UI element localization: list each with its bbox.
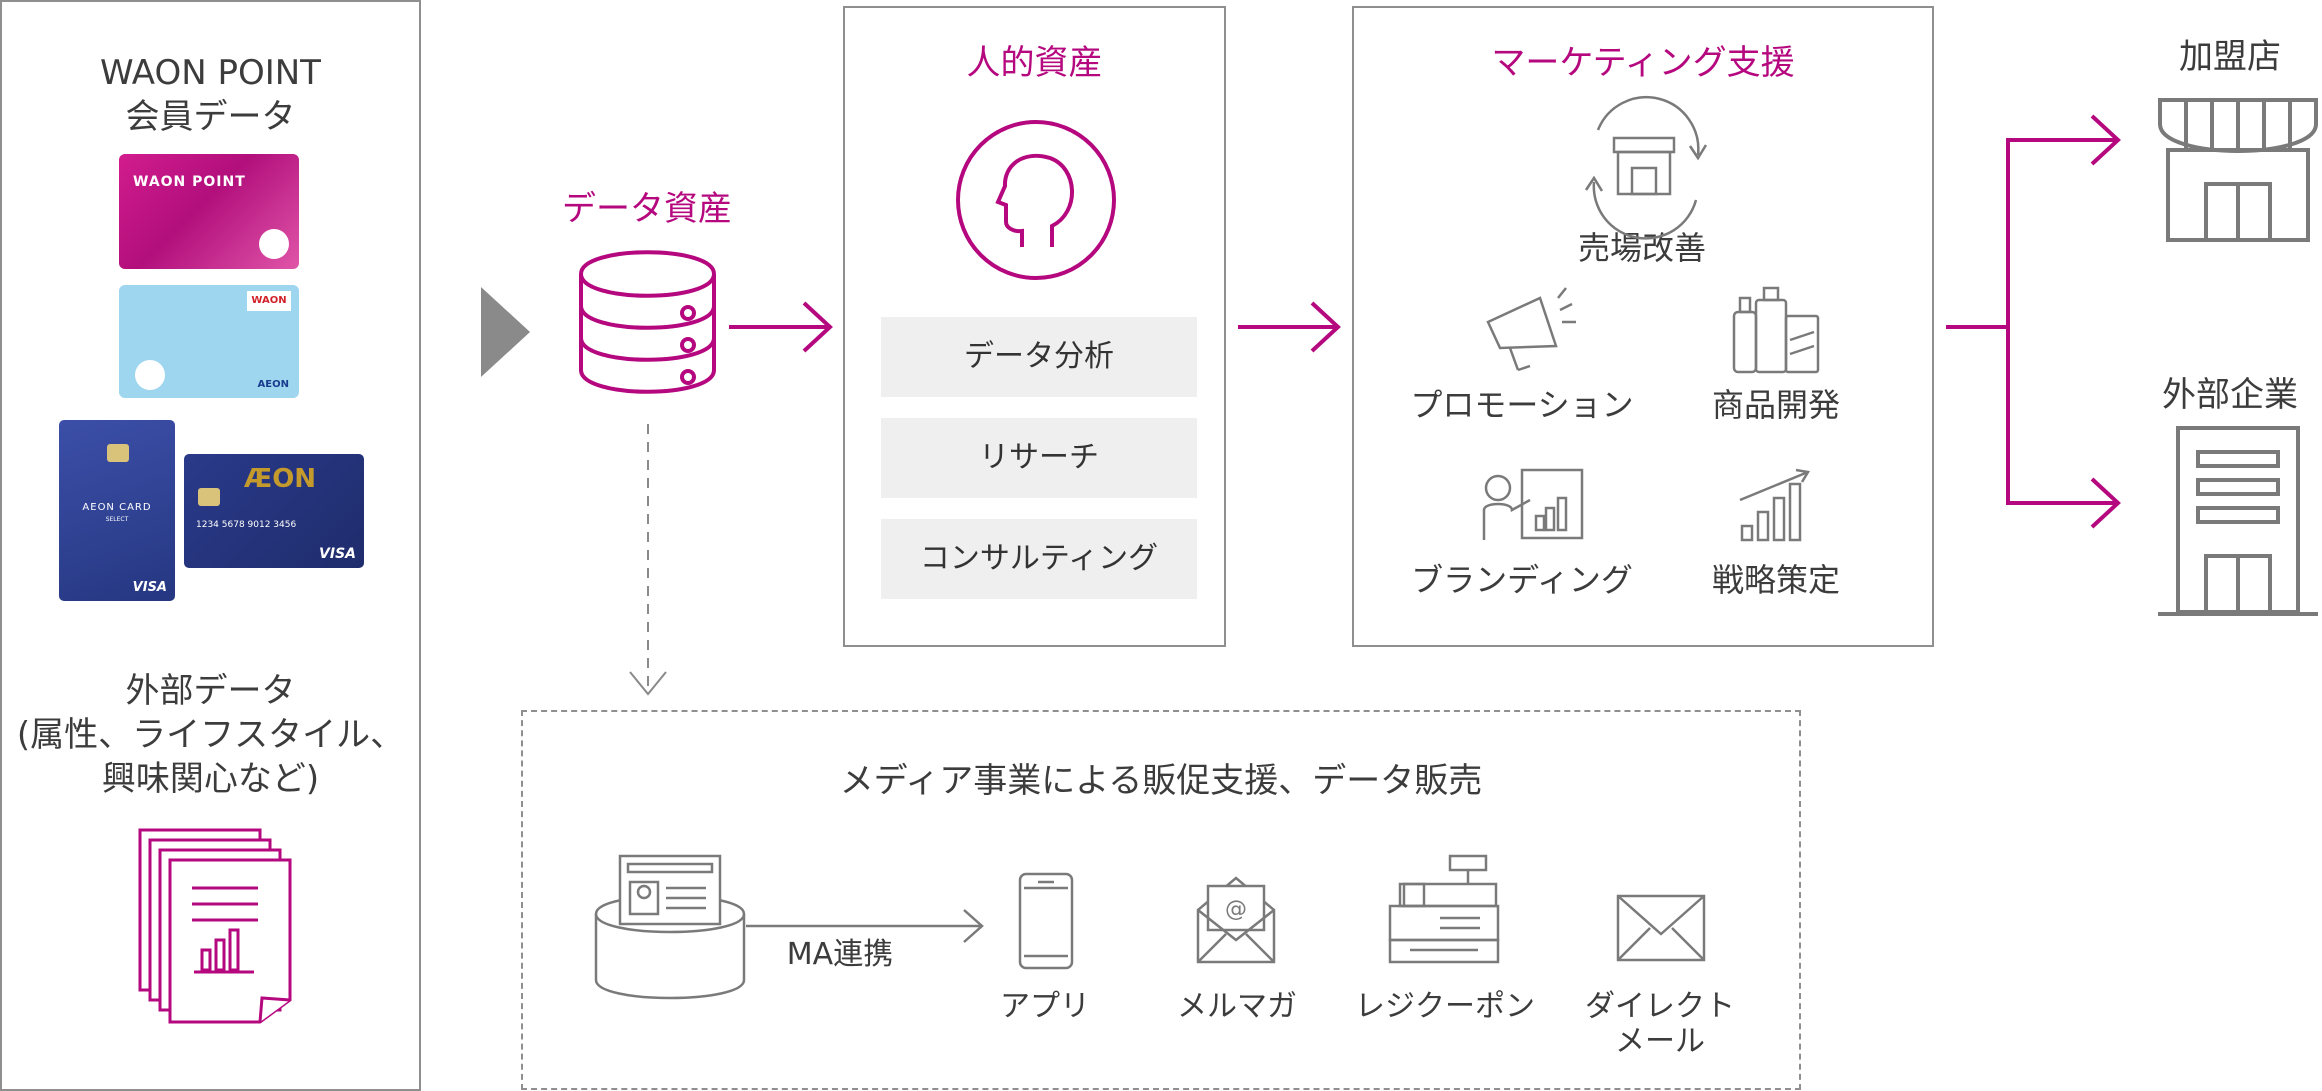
aeon-card-select: AEON CARD SELECT VISA: [59, 420, 175, 601]
channel-direct-label: ダイレクト: [1585, 989, 1735, 1024]
external-company-label: 外部企業: [2162, 375, 2298, 415]
human-asset-consulting: コンサルティング: [881, 519, 1197, 599]
aeon-card: ÆON 1234 5678 9012 3456 VISA: [184, 454, 364, 568]
channel-register-coupon-label: レジクーポン: [1355, 989, 1535, 1024]
arrow-to-human-assets: [729, 301, 833, 353]
cdp-label: CDP: [640, 959, 704, 994]
office-building-icon: [2158, 426, 2318, 616]
waon-point-card: WAON POINT: [119, 154, 299, 269]
franchise-label: 加盟店: [2179, 37, 2281, 77]
data-assets-title: データ資産: [562, 189, 732, 229]
card-select-label: SELECT: [105, 516, 129, 523]
card-aeon-logo: ÆON: [244, 464, 317, 494]
card-aeon-card-label: AEON CARD: [82, 502, 152, 513]
arrows-to-outputs: [1946, 114, 2121, 529]
marketing-support-box: [1352, 6, 1934, 647]
channel-mail-magazine-label: メルマガ: [1177, 989, 1297, 1024]
card-chip: [107, 444, 129, 462]
marketing-item-branding: ブランディング: [1411, 561, 1633, 599]
marketing-title: マーケティング支援: [1491, 43, 1795, 83]
waon-title-line1: WAON POINT: [100, 53, 321, 93]
dog-mascot-icon: [259, 229, 289, 259]
play-arrow-icon: [481, 287, 530, 377]
card-aeon-small-label: AEON: [257, 379, 289, 390]
dog-mascot-icon: [135, 360, 165, 390]
storefront-icon: [2158, 98, 2318, 242]
channel-app-label: アプリ: [1000, 989, 1090, 1024]
marketing-item-product-development: 商品開発: [1711, 386, 1840, 424]
external-title-line2: (属性、ライフスタイル、: [16, 715, 405, 755]
human-asset-data-analysis: データ分析: [881, 317, 1197, 397]
external-title-line1: 外部データ: [125, 671, 296, 711]
arrow-to-media: [629, 424, 667, 696]
media-business-box: [521, 710, 1801, 1090]
card-number: 1234 5678 9012 3456: [196, 520, 297, 530]
channel-mail-label: メール: [1615, 1024, 1705, 1059]
human-asset-research: リサーチ: [881, 418, 1197, 498]
card-visa-label: VISA: [319, 546, 356, 562]
human-assets-title: 人的資産: [966, 43, 1103, 83]
waon-card: WAON AEON: [119, 285, 299, 398]
ma-link-label: MA連携: [786, 937, 894, 972]
arrow-to-marketing: [1238, 301, 1341, 353]
database-icon: [579, 250, 716, 394]
marketing-item-store-improvement: 売場改善: [1577, 229, 1706, 267]
marketing-item-strategy: 戦略策定: [1711, 561, 1840, 599]
media-title: メディア事業による販促支援、データ販売: [839, 761, 1483, 801]
external-title-line3: 興味関心など): [101, 759, 320, 799]
marketing-item-promotion: プロモーション: [1410, 386, 1634, 424]
card-waon-point-label: WAON POINT: [133, 174, 246, 190]
card-waon-label: WAON: [247, 291, 291, 311]
card-chip: [198, 488, 220, 506]
card-visa-label: VISA: [132, 580, 167, 595]
waon-title-line2: 会員データ: [125, 97, 296, 137]
